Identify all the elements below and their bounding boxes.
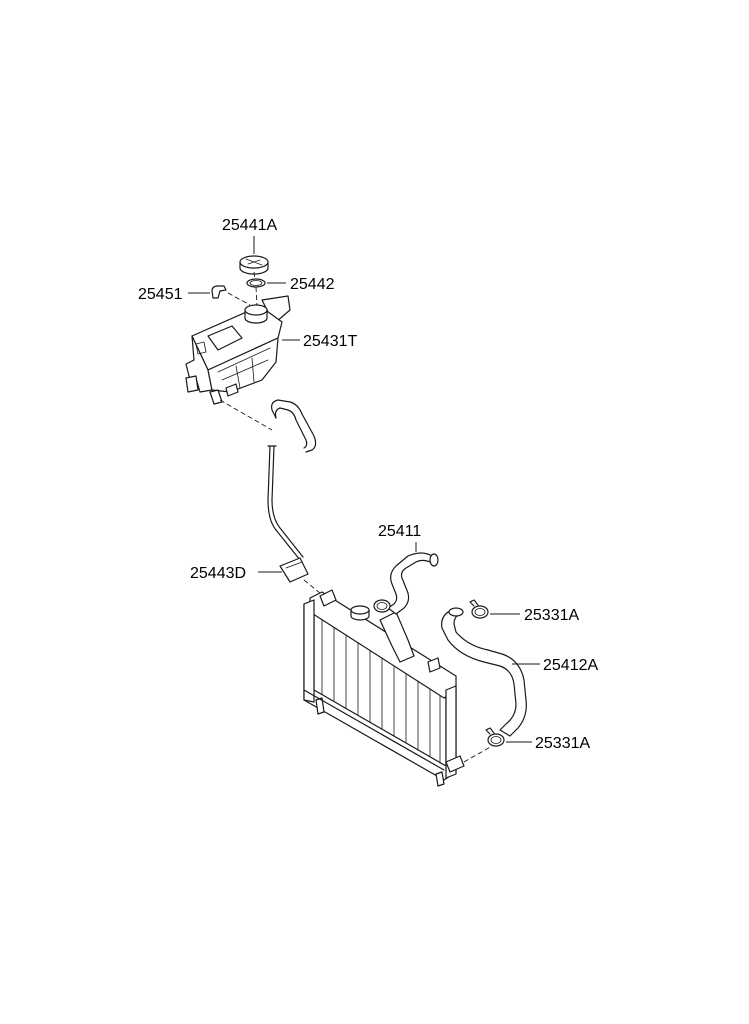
label-clamp-lower: 25331A — [535, 735, 590, 752]
lower-radiator-hose[interactable] — [441, 607, 527, 737]
hose-clamp-lower[interactable] — [485, 727, 505, 747]
leader-lines — [188, 236, 540, 743]
label-lower-hose: 25412A — [543, 657, 598, 674]
label-overflow-hose: 25443D — [190, 565, 246, 582]
cap-gasket[interactable] — [246, 278, 266, 288]
label-cap: 25441A — [222, 217, 277, 234]
hose-clamp-upper[interactable] — [469, 599, 489, 619]
assembly-line-lower-hose — [463, 745, 493, 763]
overflow-hose[interactable] — [267, 399, 317, 583]
assembly-line-cap — [253, 271, 256, 280]
hose-clamp-upper-radiator[interactable] — [373, 599, 391, 613]
upper-radiator-hose[interactable] — [387, 552, 439, 615]
label-clamp-upper: 25331A — [524, 607, 579, 624]
hose-clip[interactable] — [211, 285, 227, 299]
reservoir-cap[interactable] — [239, 255, 269, 275]
label-upper-hose: 25411 — [378, 523, 421, 540]
assembly-line-gasket — [255, 286, 258, 307]
coolant-reservoir[interactable] — [185, 295, 291, 405]
radiator[interactable] — [303, 589, 465, 787]
label-gasket: 25442 — [290, 276, 335, 293]
label-reservoir: 25431T — [303, 333, 357, 350]
label-clip: 25451 — [138, 286, 183, 303]
assembly-line-clip — [227, 292, 251, 306]
assembly-line-reservoir — [219, 399, 273, 431]
assembly-line-overflow — [303, 579, 327, 599]
